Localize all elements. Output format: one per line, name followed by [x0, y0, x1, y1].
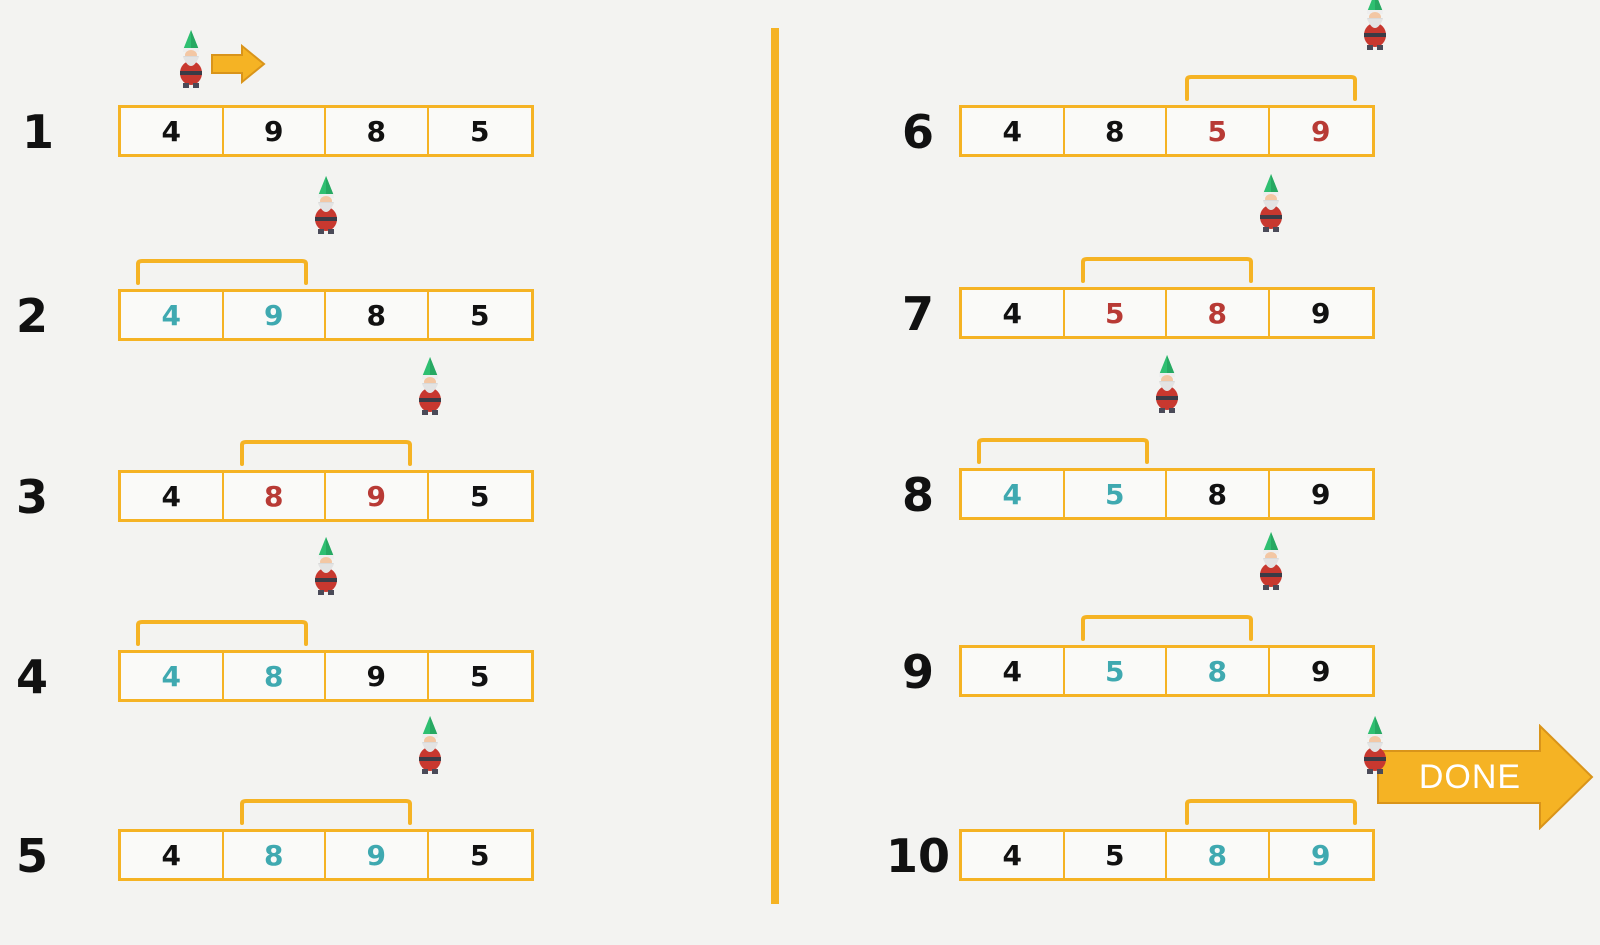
array-cell: 5	[1167, 108, 1270, 154]
step-number: 3	[16, 470, 49, 524]
done-arrow-icon	[1377, 724, 1594, 830]
step-number: 5	[16, 829, 49, 883]
gnome-icon	[315, 537, 337, 595]
gnome-icon	[1156, 355, 1178, 413]
array-cell: 8	[1065, 108, 1167, 154]
array-cell: 8	[1167, 290, 1270, 336]
comparison-bracket	[1185, 75, 1357, 101]
step-number: 7	[902, 287, 935, 341]
array-cell: 4	[121, 292, 224, 338]
comparison-bracket	[240, 440, 412, 466]
array-cell: 9	[1311, 654, 1331, 688]
array-cell: 9	[224, 108, 326, 154]
array-cell: 4	[962, 648, 1065, 694]
gnome-icon	[419, 716, 441, 774]
array-cell: 5	[1065, 648, 1167, 694]
array-cell: 8	[224, 832, 326, 878]
step-number: 8	[902, 468, 935, 522]
gnome-icon	[1260, 174, 1282, 232]
array-cell: 9	[1311, 114, 1331, 148]
array-cell: 9	[1311, 477, 1331, 511]
comparison-bracket	[977, 438, 1149, 464]
comparison-bracket	[1185, 799, 1357, 825]
comparison-bracket	[1081, 257, 1253, 283]
column-divider	[771, 28, 779, 904]
comparison-bracket	[136, 259, 308, 285]
array-cell: 5	[470, 659, 490, 693]
array-cell: 8	[224, 473, 326, 519]
step-number: 6	[902, 105, 935, 159]
array-cell: 5	[470, 298, 490, 332]
array-cell: 4	[121, 473, 224, 519]
array-cell: 4	[962, 832, 1065, 878]
array-cell: 8	[326, 292, 429, 338]
array-cell: 4	[962, 290, 1065, 336]
gnome-icon	[1364, 716, 1386, 774]
array-cell: 4	[962, 471, 1065, 517]
done-arrow: DONE	[1376, 724, 1594, 830]
step-number: 2	[16, 289, 49, 343]
comparison-bracket	[1081, 615, 1253, 641]
array-cell: 9	[326, 653, 429, 699]
array-cell: 9	[1311, 838, 1331, 872]
array-cell: 9	[326, 832, 429, 878]
array-cell: 9	[1311, 296, 1331, 330]
array-cell: 4	[121, 832, 224, 878]
array-cell: 5	[1065, 290, 1167, 336]
gnome-icon	[315, 176, 337, 234]
array-cell: 5	[470, 838, 490, 872]
comparison-bracket	[240, 799, 412, 825]
done-label: DONE	[1418, 757, 1522, 796]
array-cell: 9	[326, 473, 429, 519]
gnome-icon	[180, 30, 202, 88]
array-cell: 8	[1167, 471, 1270, 517]
step-number: 1	[22, 105, 55, 159]
array-cell: 8	[224, 653, 326, 699]
array-cell: 4	[121, 653, 224, 699]
comparison-bracket	[136, 620, 308, 646]
gnome-icon	[1260, 532, 1282, 590]
array-cell: 5	[470, 479, 490, 513]
array-cell: 5	[470, 114, 490, 148]
array-cell: 4	[121, 108, 224, 154]
array-cell: 8	[1167, 832, 1270, 878]
step-number: 10	[886, 829, 951, 883]
array-cell: 5	[1065, 471, 1167, 517]
gnome-icon	[419, 357, 441, 415]
step-number: 4	[16, 650, 49, 704]
array-cell: 4	[962, 108, 1065, 154]
right-arrow-icon	[211, 44, 266, 84]
array-cell: 9	[224, 292, 326, 338]
gnome-icon	[1364, 0, 1386, 50]
array-cell: 5	[1065, 832, 1167, 878]
array-cell: 8	[326, 108, 429, 154]
step-number: 9	[902, 645, 935, 699]
array-cell: 8	[1167, 648, 1270, 694]
